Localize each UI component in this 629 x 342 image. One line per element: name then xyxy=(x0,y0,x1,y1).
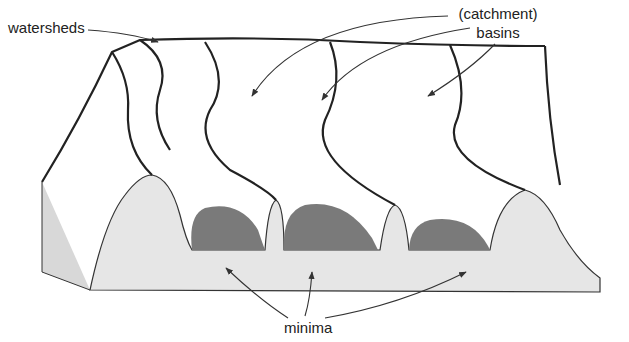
basins-label: (catchment) basins xyxy=(448,4,548,42)
watersheds-label: watersheds xyxy=(8,18,85,37)
minima-label: minima xyxy=(284,318,332,337)
